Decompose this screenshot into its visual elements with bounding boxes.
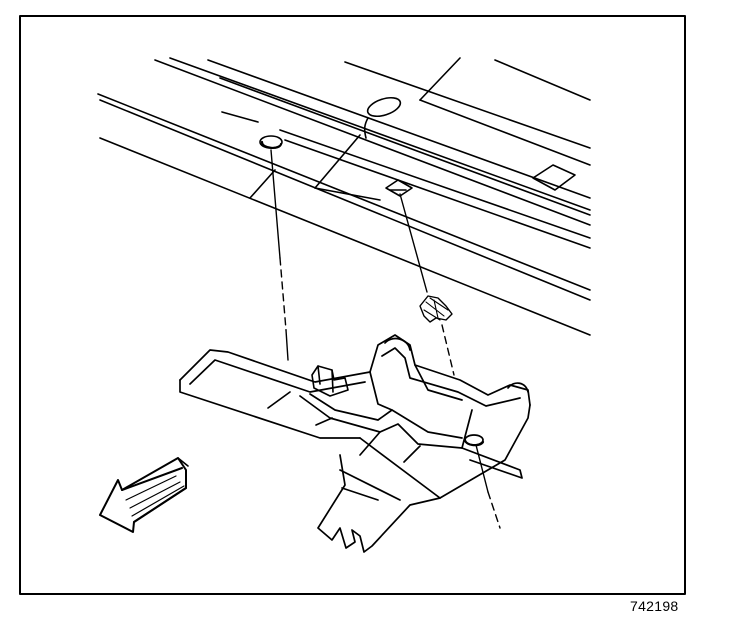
floor-hole-left bbox=[259, 135, 283, 149]
figure-id-label: 742198 bbox=[630, 598, 679, 614]
alignment-line-right bbox=[399, 193, 501, 529]
floor-oval-opening bbox=[363, 96, 402, 139]
frame bbox=[19, 15, 686, 595]
direction-arrow bbox=[99, 457, 189, 533]
alignment-line-left bbox=[270, 149, 289, 361]
vehicle-floor-panel bbox=[97, 57, 591, 336]
bracket bbox=[179, 334, 531, 553]
floor-slot-square bbox=[385, 179, 413, 197]
fastener-stud bbox=[311, 365, 349, 397]
retaining-clip bbox=[419, 295, 453, 323]
